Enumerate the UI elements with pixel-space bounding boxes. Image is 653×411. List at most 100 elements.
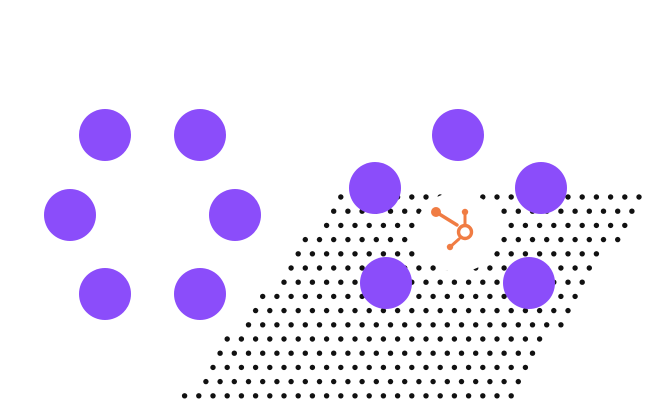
pattern-dot	[480, 364, 486, 371]
pattern-dot	[295, 307, 301, 314]
pattern-dot	[458, 322, 465, 328]
pattern-dot	[245, 350, 252, 356]
pattern-dot	[480, 279, 486, 285]
pattern-dot	[288, 378, 294, 385]
pattern-dot	[607, 194, 614, 200]
pattern-dot	[409, 393, 415, 399]
left-ring-circle-bottom-right	[174, 268, 226, 320]
pattern-dot	[437, 336, 443, 342]
pattern-dot	[451, 336, 458, 342]
pattern-dot	[558, 293, 564, 300]
pattern-dot	[409, 194, 415, 200]
pattern-dot	[501, 378, 507, 385]
pattern-dot	[366, 251, 372, 257]
pattern-dot	[522, 336, 529, 342]
pattern-dot	[387, 322, 394, 328]
pattern-dot	[288, 322, 294, 328]
pattern-dot	[536, 222, 543, 229]
pattern-dot	[579, 222, 585, 229]
pattern-dot	[359, 350, 365, 356]
pattern-dot	[508, 194, 514, 200]
pattern-dot	[338, 251, 344, 257]
pattern-dot	[465, 336, 472, 342]
pattern-dot	[551, 251, 557, 257]
pattern-dot	[238, 364, 245, 371]
pattern-dot	[359, 236, 365, 243]
pattern-dot	[281, 336, 287, 342]
pattern-dot	[338, 393, 344, 399]
pattern-dot	[458, 293, 465, 300]
pattern-dot	[522, 364, 529, 371]
pattern-dot	[480, 307, 486, 314]
pattern-dot	[423, 336, 429, 342]
pattern-dot	[522, 251, 529, 257]
left-ring-circle-bottom-left	[79, 268, 131, 320]
pattern-dot	[494, 364, 500, 371]
pattern-dot	[345, 236, 351, 243]
pattern-dot	[473, 378, 479, 385]
pattern-dot	[409, 307, 415, 314]
pattern-dot	[558, 208, 564, 214]
pattern-dot	[444, 293, 450, 300]
pattern-dot	[508, 393, 514, 399]
pattern-dot	[316, 322, 323, 328]
pattern-dot	[380, 364, 387, 371]
pattern-dot	[458, 378, 465, 385]
pattern-dot	[586, 236, 592, 243]
pattern-dot	[245, 378, 252, 385]
pattern-dot	[529, 322, 536, 328]
pattern-dot	[579, 279, 585, 285]
pattern-dot	[338, 364, 344, 371]
pattern-dot	[295, 251, 301, 257]
pattern-dot	[210, 393, 216, 399]
pattern-dot	[238, 336, 245, 342]
pattern-dot	[295, 279, 301, 285]
pattern-dot	[323, 336, 330, 342]
pattern-dot	[345, 322, 351, 328]
pattern-dot	[302, 378, 308, 385]
pattern-dot	[394, 393, 401, 399]
pattern-dot	[487, 350, 493, 356]
pattern-dot	[366, 307, 372, 314]
pattern-dot	[508, 251, 514, 257]
pattern-dot	[423, 364, 429, 371]
pattern-dot	[536, 251, 543, 257]
pattern-dot	[352, 393, 358, 399]
pattern-dot	[387, 350, 394, 356]
pattern-dot	[380, 336, 387, 342]
pattern-dot	[274, 350, 280, 356]
pattern-dot	[458, 350, 465, 356]
pattern-dot	[600, 236, 607, 243]
pattern-dot	[224, 336, 230, 342]
pattern-dot	[352, 251, 358, 257]
pattern-dot	[501, 322, 507, 328]
pattern-dot	[210, 364, 216, 371]
pattern-dot	[402, 378, 408, 385]
pattern-dot	[423, 393, 429, 399]
pattern-dot	[515, 350, 521, 356]
pattern-dot	[203, 378, 209, 385]
pattern-dot	[409, 336, 415, 342]
pattern-dot	[281, 393, 287, 399]
pattern-dot	[494, 393, 500, 399]
pattern-dot	[252, 364, 259, 371]
pattern-dot	[394, 336, 401, 342]
pattern-dot	[352, 279, 358, 285]
pattern-dot	[274, 322, 280, 328]
pattern-dot	[288, 350, 294, 356]
pattern-dot	[387, 378, 394, 385]
pattern-dot	[565, 194, 571, 200]
pattern-dot	[274, 293, 280, 300]
pattern-dot	[558, 236, 564, 243]
pattern-dot	[636, 194, 642, 200]
pattern-dot	[309, 279, 316, 285]
pattern-dot	[451, 307, 458, 314]
pattern-dot	[402, 236, 408, 243]
pattern-dot	[480, 393, 486, 399]
pattern-dot	[572, 293, 578, 300]
pattern-dot	[437, 279, 443, 285]
right-ring-circle-lower-left	[360, 257, 412, 309]
pattern-dot	[394, 364, 401, 371]
pattern-dot	[352, 307, 358, 314]
pattern-dot	[465, 364, 472, 371]
